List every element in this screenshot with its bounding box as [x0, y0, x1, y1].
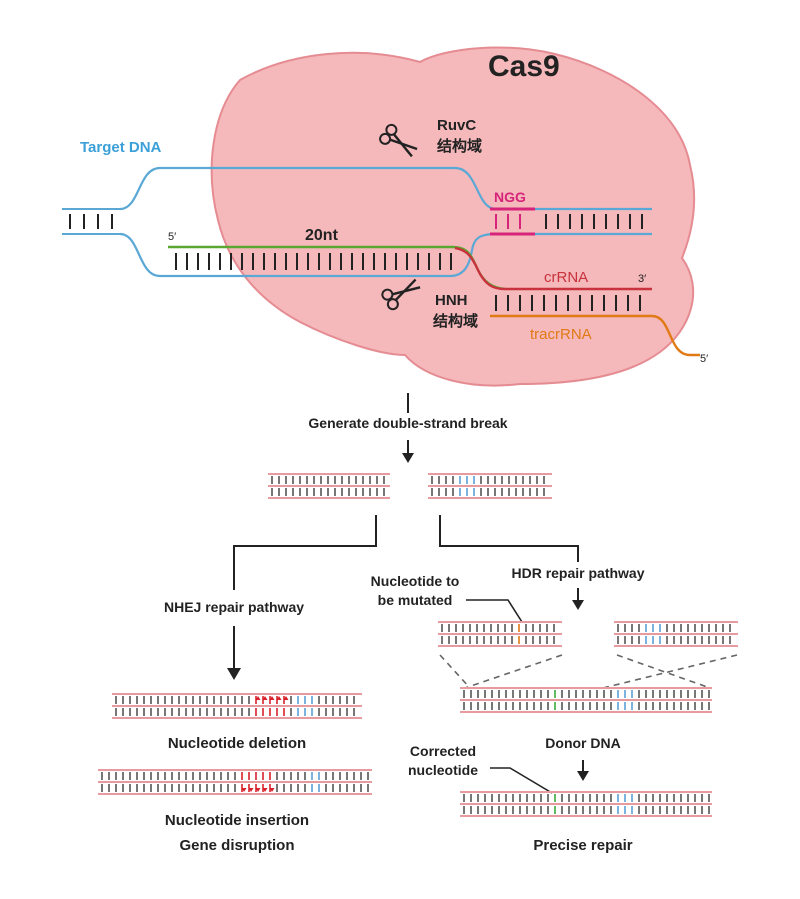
tracrrna-label: tracrRNA: [530, 326, 592, 343]
nhej-insertion-dna: [98, 769, 372, 795]
cas9-protein: [210, 46, 696, 387]
hnh-label-line2: 结构域: [433, 312, 478, 330]
ruvc-label-line2: 结构域: [437, 137, 482, 155]
arrow-down-icon: [227, 626, 241, 680]
nucleotide-to-be-mutated-line1: Nucleotide to: [371, 573, 460, 589]
mutation-marker: [262, 788, 268, 792]
mutation-marker: [255, 696, 261, 700]
precise-repair-label: Precise repair: [533, 837, 632, 854]
five-prime-right-label: 5′: [700, 353, 708, 365]
hdr-pathway-label: HDR repair pathway: [511, 565, 644, 581]
arrow-down-icon: [577, 760, 589, 781]
mutation-marker: [255, 788, 261, 792]
tracrrna-strand: [490, 314, 700, 357]
nhej-pathway-label: NHEJ repair pathway: [164, 599, 304, 615]
gene-disruption-label: Gene disruption: [179, 837, 294, 854]
pam-ngg: [490, 207, 535, 236]
target-strand-bottom: [119, 232, 652, 278]
target-dna-label: Target DNA: [80, 139, 162, 156]
mutation-marker: [248, 788, 254, 792]
mutation-marker: [269, 696, 275, 700]
scissors-icon: [379, 123, 418, 158]
crrna-label: crRNA: [544, 269, 588, 286]
pam-basepairs: [495, 214, 521, 229]
corrected-pointer-line: [490, 767, 553, 794]
hnh-label-line1: HNH: [435, 292, 468, 309]
protein-name: Cas9: [488, 50, 560, 83]
hdr-target-dna: [438, 621, 562, 647]
broken-dna-right: [428, 473, 552, 499]
hdr-branch-line: [439, 515, 579, 562]
dna-left-stub: [62, 208, 120, 235]
crrna-tracrrna-basepairs: [495, 295, 641, 311]
nucleotide-to-be-mutated-line2: be mutated: [378, 592, 453, 608]
arrow-down-icon: [402, 440, 414, 463]
double-strand-break-label: Generate double-strand break: [308, 415, 507, 431]
donor-dna-label: Donor DNA: [545, 735, 620, 751]
corrected-nucleotide-line1: Corrected: [410, 743, 476, 759]
guide-target-basepairs: [175, 253, 452, 270]
ngg-label: NGG: [494, 189, 526, 205]
mutation-marker: [269, 788, 275, 792]
mutation-marker: [283, 696, 289, 700]
five-prime-left-label: 5′: [168, 231, 176, 243]
three-prime-label: 3′: [638, 273, 646, 285]
hdr-donor-top: [614, 621, 738, 647]
broken-dna-left: [268, 473, 390, 499]
nhej-branch-line: [233, 515, 377, 590]
nhej-deletion-dna: [112, 693, 362, 719]
corrected-nucleotide-line2: nucleotide: [408, 762, 478, 778]
mutated-pointer-line: [466, 599, 523, 623]
donor-dna-strand: [460, 687, 712, 713]
crossover-lines: [439, 654, 738, 689]
ruvc-label-line1: RuvC: [437, 117, 476, 134]
target-strand-top: [119, 166, 652, 211]
mutation-marker: [276, 696, 282, 700]
scissors-icon: [381, 278, 421, 311]
twenty-nt-label: 20nt: [305, 227, 339, 244]
mutation-marker: [262, 696, 268, 700]
nucleotide-deletion-label: Nucleotide deletion: [168, 735, 306, 752]
mutation-marker: [241, 788, 247, 792]
pam-duplex-basepairs: [545, 214, 643, 229]
arrow-down-icon: [572, 588, 584, 610]
crrna-line: [454, 246, 652, 291]
nucleotide-insertion-label: Nucleotide insertion: [165, 812, 309, 829]
precise-repair-dna: [460, 791, 712, 817]
